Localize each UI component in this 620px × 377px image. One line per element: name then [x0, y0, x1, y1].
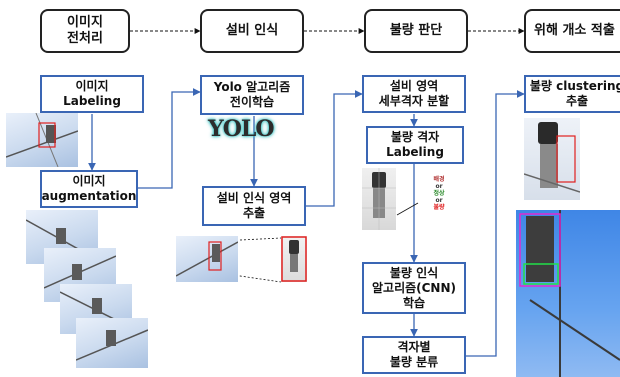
augmented-photo-4 — [76, 318, 148, 368]
stage-equipment-recognition-label: 설비 인식 — [225, 23, 279, 38]
stage-defect-judgment-label: 불량 판단 — [389, 23, 443, 38]
step-grid-split: 설비 영역 세부격자 분할 — [362, 75, 466, 113]
stage-equipment-recognition: 설비 인식 — [200, 9, 304, 53]
extracted-region-photo — [281, 236, 307, 282]
class-label-or-2: or — [435, 197, 443, 204]
stage-preprocessing: 이미지 전처리 — [40, 9, 130, 53]
class-label-group: 배경 or 정상 or 불량 — [424, 176, 454, 211]
step-yolo-transfer-learning: Yolo 알고리즘 전이학습 — [200, 75, 304, 115]
stage-preprocessing-line1: 이미지 — [67, 15, 103, 30]
arrow-region-to-grid — [306, 90, 363, 207]
yolo-logo: YOLO — [208, 116, 275, 142]
class-label-normal: 정상 — [433, 190, 445, 197]
labeled-insulator-photo — [6, 113, 78, 167]
class-label-defect: 불량 — [433, 204, 445, 211]
stage-hazard-extraction: 위해 개소 적출 — [524, 9, 620, 53]
stage-defect-judgment: 불량 판단 — [364, 9, 468, 53]
class-pointer-line — [396, 202, 419, 216]
step-cnn-training: 불량 인식 알고리즘(CNN) 학습 — [362, 262, 466, 314]
arrow-augmentation-to-yolo — [138, 88, 201, 189]
step-defect-clustering: 불량 clustering 추출 — [524, 75, 620, 113]
stage-hazard-extraction-label: 위해 개소 적출 — [534, 23, 615, 38]
step-defect-grid-labeling: 불량 격자 Labeling — [366, 126, 464, 164]
grid-labeling-photo — [362, 168, 396, 230]
stage-preprocessing-line2: 전처리 — [67, 31, 103, 46]
final-detection-photo — [516, 210, 620, 377]
step-image-labeling: 이미지 Labeling — [40, 75, 144, 113]
equipment-detection-photo — [176, 236, 238, 282]
class-label-background: 배경 — [433, 176, 445, 183]
clustering-result-photo — [524, 118, 580, 200]
step-equipment-region-extraction: 설비 인식 영역 추출 — [202, 186, 306, 226]
step-image-augmentation: 이미지 augmentation — [40, 170, 138, 208]
step-grid-classification: 격자별 불량 분류 — [362, 336, 466, 374]
class-label-or-1: or — [435, 183, 443, 190]
